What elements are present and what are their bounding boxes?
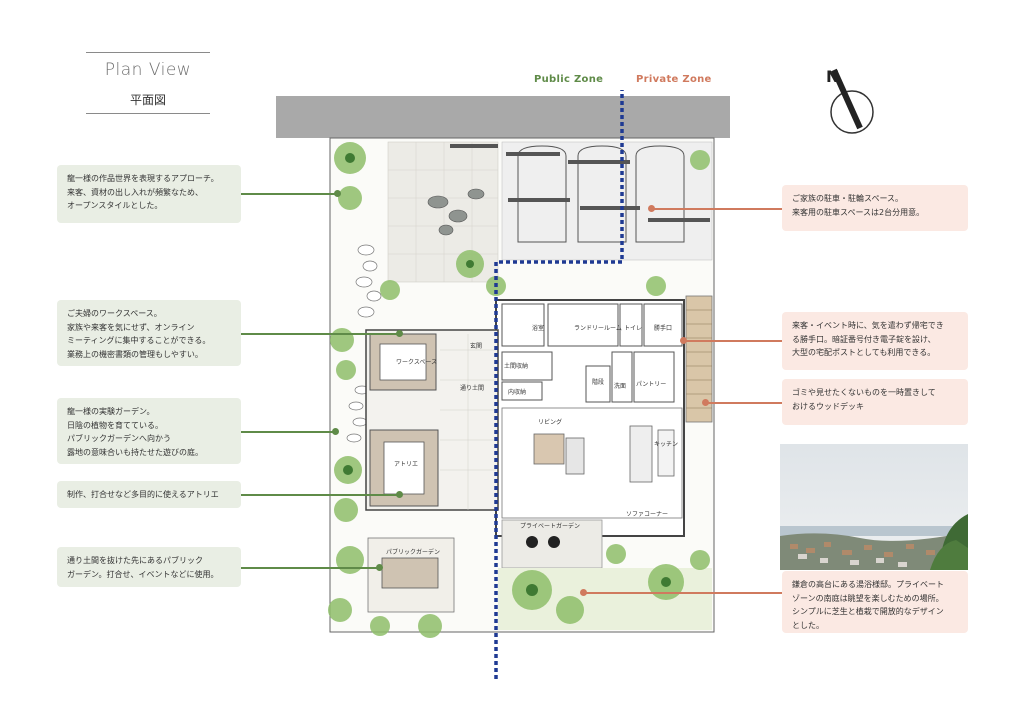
note-public-garden: 通り土間を抜けた先にあるパブリック ガーデン。打合せ、イベントなどに使用。 xyxy=(57,547,241,587)
note-approach: 龍一様の作品世界を表現するアプローチ。 来客、資材の出し入れが頻繁なため、 オー… xyxy=(57,165,241,223)
label-public-garden: パブリックガーデン xyxy=(386,548,440,556)
note-service-entrance: 来客・イベント時に、気を遣わず帰宅でき る勝手口。暗証番号付き電子錠を設け、 大… xyxy=(782,312,968,370)
view-photo xyxy=(780,444,968,570)
public-zone-label: Public Zone xyxy=(534,74,604,85)
title-english: Plan View xyxy=(104,60,192,80)
leader-atelier xyxy=(241,494,399,496)
note-approach-line-1: 龍一様の作品世界を表現するアプローチ。 xyxy=(67,174,219,183)
label-workspace: ワークスペース xyxy=(396,359,437,366)
note-approach-line-3: オープンスタイルとした。 xyxy=(67,201,163,210)
note-atelier: 制作、打合せなど多目的に使えるアトリエ xyxy=(57,481,241,508)
note-workspace-line-3: ミーティングに集中することができる。 xyxy=(67,336,211,345)
svg-text:N: N xyxy=(826,67,839,86)
label-atelier: アトリエ xyxy=(394,461,418,468)
note-garden-line-2: 日陰の植物を育てている。 xyxy=(67,420,163,430)
note-parking-line-2: 来客用の駐車スペースは2台分用意。 xyxy=(792,207,925,217)
note-south-line-3: シンプルに芝生と植栽で開放的なデザイン xyxy=(792,607,944,616)
label-private-garden: プライベートガーデン xyxy=(520,522,580,530)
note-south-line-2: ゾーンの南庭は眺望を楽しむための場所。 xyxy=(792,593,944,603)
note-service-line-1: 来客・イベント時に、気を遣わず帰宅でき xyxy=(792,321,944,330)
note-deck-line-2: おけるウッドデッキ xyxy=(792,401,864,411)
label-toilet: トイレ xyxy=(624,325,642,332)
title-japanese: 平面図 xyxy=(129,93,166,107)
label-kitchen: キッチン xyxy=(654,441,678,448)
leader-dot-service-entrance xyxy=(680,337,687,344)
note-service-line-3: 大型の宅配ポストとしても利用できる。 xyxy=(792,348,936,357)
note-public-garden-line-2: ガーデン。打合せ、イベントなどに使用。 xyxy=(67,569,219,579)
label-doma: 通り土間 xyxy=(460,384,484,392)
leader-approach xyxy=(241,193,337,195)
leader-dot-approach xyxy=(334,190,341,197)
private-garden-terrace xyxy=(501,519,603,569)
note-workspace-line-2: 家族や来客を気にせず、オンライン xyxy=(67,322,195,332)
label-entrance: 玄関 xyxy=(470,342,482,350)
leader-parking xyxy=(652,208,782,210)
leader-service-entrance xyxy=(684,340,782,342)
leader-public-garden xyxy=(241,567,379,569)
note-approach-line-2: 来客、資材の出し入れが頻繁なため、 xyxy=(67,187,203,197)
north-arrow-icon: N xyxy=(826,67,874,134)
label-service-entrance: 勝手口 xyxy=(654,324,672,332)
label-pantry: パントリー xyxy=(636,381,666,388)
note-service-line-2: る勝手口。暗証番号付き電子錠を設け、 xyxy=(792,334,936,344)
note-workspace: ご夫婦のワークスペース。 家族や来客を気にせず、オンライン ミーティングに集中す… xyxy=(57,300,241,366)
note-workspace-line-4: 業務上の機密書類の管理もしやすい。 xyxy=(67,349,203,359)
note-wood-deck: ゴミや見せたくないものを一時置きして おけるウッドデッキ xyxy=(782,379,968,425)
label-shoe-storage: 土間収納 xyxy=(504,362,528,370)
note-south-line-4: とした。 xyxy=(792,620,824,630)
leader-wood-deck xyxy=(706,402,782,404)
title-top-rule xyxy=(86,52,210,53)
label-stairs: 階段 xyxy=(592,378,604,386)
zone-divider xyxy=(494,90,624,682)
label-living: リビング xyxy=(538,418,562,426)
leader-workspace xyxy=(241,333,399,335)
leader-dot-workspace xyxy=(396,330,403,337)
road xyxy=(276,96,730,138)
note-workspace-line-1: ご夫婦のワークスペース。 xyxy=(67,309,162,318)
label-laundry: ランドリールーム xyxy=(574,325,622,332)
leader-dot-south-garden xyxy=(580,589,587,596)
label-storage: 内収納 xyxy=(508,388,526,396)
leader-experimental-garden xyxy=(241,431,335,433)
leader-dot-parking xyxy=(648,205,655,212)
note-garden-line-3: パブリックガーデンへ向かう xyxy=(67,434,171,443)
note-public-garden-line-1: 通り土間を抜けた先にあるパブリック xyxy=(67,556,203,565)
note-atelier-line-1: 制作、打合せなど多目的に使えるアトリエ xyxy=(67,490,219,499)
label-washroom: 洗面 xyxy=(614,382,626,390)
label-sofa-corner: ソファコーナー xyxy=(626,511,668,518)
leader-south-garden xyxy=(584,592,782,594)
note-experimental-garden: 龍一様の実験ガーデン。 日陰の植物を育てている。 パブリックガーデンへ向かう 露… xyxy=(57,398,241,464)
label-bath: 浴室 xyxy=(532,324,544,332)
leader-dot-atelier xyxy=(396,491,403,498)
note-garden-line-4: 露地の意味合いも持たせた遊びの庭。 xyxy=(67,447,203,457)
title-bottom-rule xyxy=(86,113,210,114)
leader-dot-public-garden xyxy=(376,564,383,571)
note-parking: ご家族の駐車・駐輪スペース。 来客用の駐車スペースは2台分用意。 xyxy=(782,185,968,231)
note-south-line-1: 鎌倉の高台にある湯浴様邸。プライベート xyxy=(792,580,944,589)
private-zone-label: Private Zone xyxy=(636,74,712,85)
note-garden-line-1: 龍一様の実験ガーデン。 xyxy=(67,407,155,416)
note-parking-line-1: ご家族の駐車・駐輪スペース。 xyxy=(792,194,904,203)
leader-dot-wood-deck xyxy=(702,399,709,406)
note-deck-line-1: ゴミや見せたくないものを一時置きして xyxy=(792,388,936,397)
leader-dot-experimental-garden xyxy=(332,428,339,435)
site-plan: 浴室 ランドリールーム トイレ 勝手口 ワークスペース 玄関 土間収納 内収納 … xyxy=(276,90,730,682)
note-south-garden: 鎌倉の高台にある湯浴様邸。プライベート ゾーンの南庭は眺望を楽しむための場所。 … xyxy=(782,571,968,633)
